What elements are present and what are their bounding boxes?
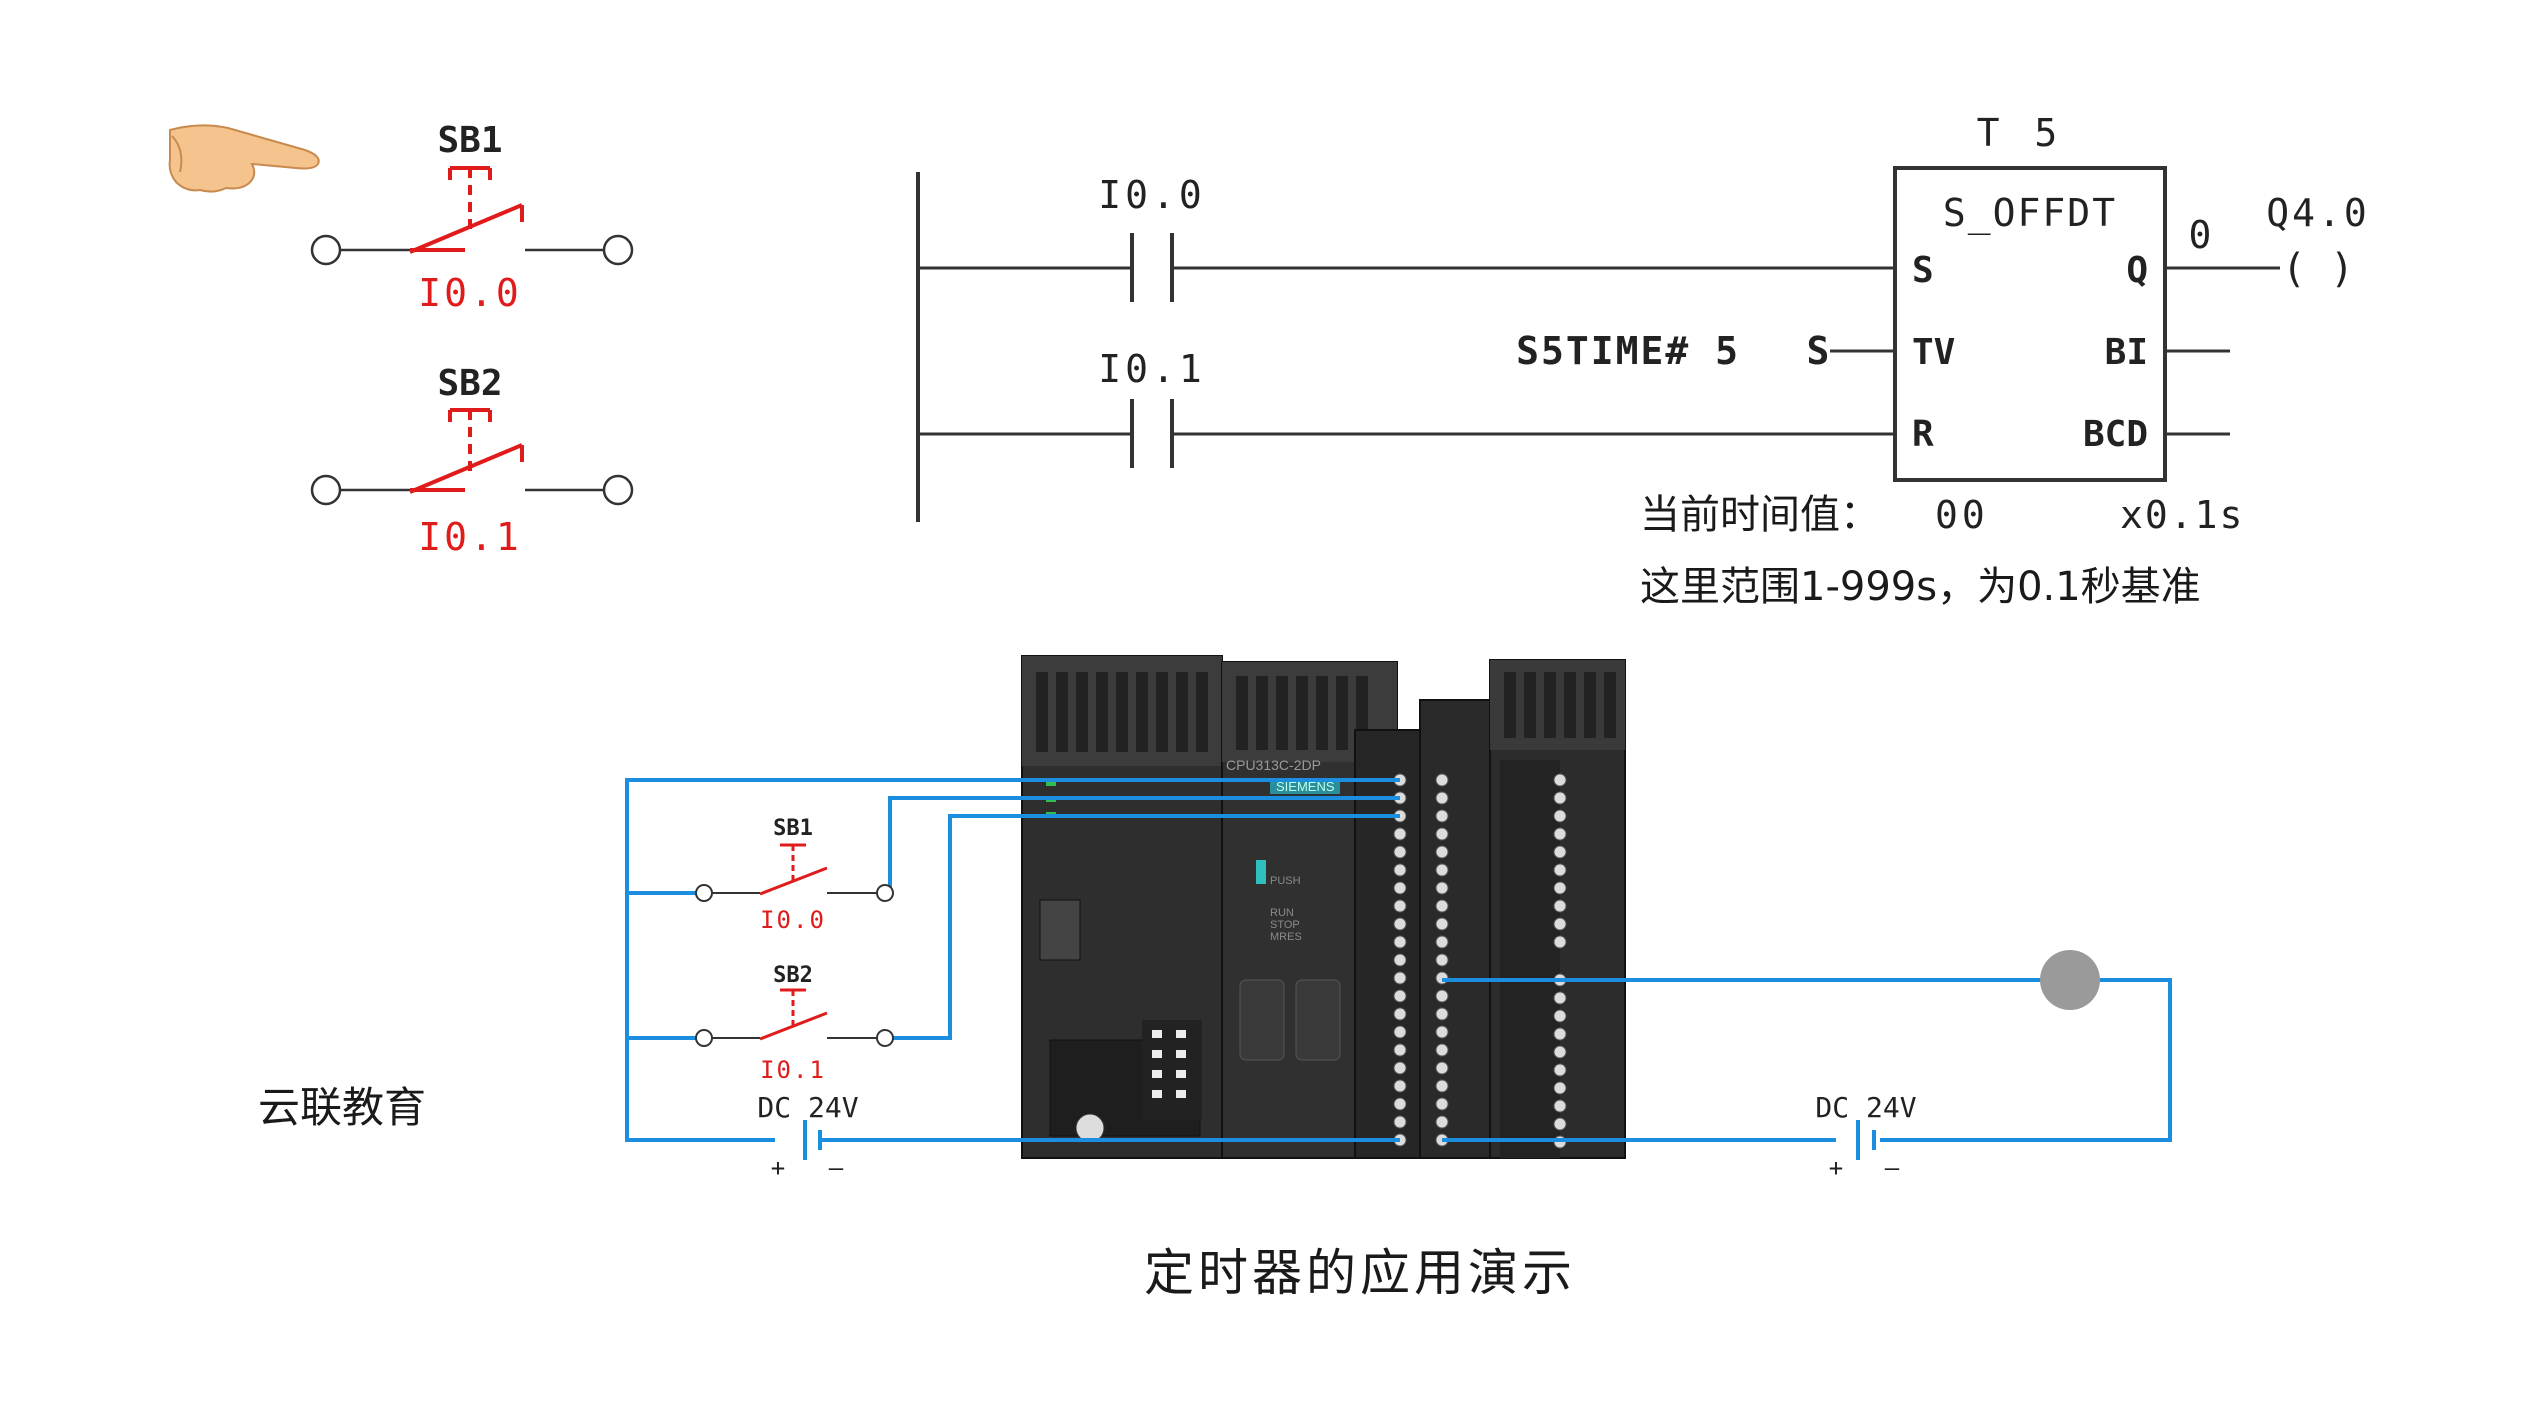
supply-left-label: DC 24V xyxy=(757,1091,858,1124)
pin-q: Q xyxy=(2126,250,2148,291)
supply-right-label: DC 24V xyxy=(1815,1091,1916,1124)
switch-sb2-symbol: SB2 I0.1 xyxy=(310,363,634,559)
time-unit: x0.1s xyxy=(2120,493,2244,537)
timer-block xyxy=(1893,166,2167,482)
pin-tv: TV xyxy=(1912,332,1955,373)
ladder-diagram: I0.0 I0.1 S5TIME# 5 S T 5 S_OFFDT S Q TV… xyxy=(916,111,2370,610)
pin-s: S xyxy=(1912,250,1934,291)
output-lamp xyxy=(2040,950,2100,1010)
timer-id: T 5 xyxy=(1977,111,2064,155)
tv-value: S5TIME# 5 xyxy=(1516,329,1740,373)
switch-sb1-name: SB1 xyxy=(437,120,502,161)
pin-r: R xyxy=(1912,414,1934,455)
mode-stop: STOP xyxy=(1270,919,1300,931)
brand-text: 云联教育 xyxy=(258,1083,426,1132)
wiring-sb2-name: SB2 xyxy=(773,963,813,988)
supply-right-minus: – xyxy=(1885,1154,1900,1182)
switch-sb1-address: I0.0 xyxy=(418,271,522,315)
coil-symbol: ( ) xyxy=(2282,246,2354,292)
pointing-hand-icon xyxy=(168,124,320,193)
contact-i00-label: I0.0 xyxy=(1098,173,1206,217)
mode-run: RUN xyxy=(1270,907,1294,919)
current-time-value: 00 xyxy=(1935,493,1989,537)
plc-rack: CPU313C-2DP SIEMENS PUSH RUN STOP MRES xyxy=(1021,655,1626,1159)
contact-i01-label: I0.1 xyxy=(1098,347,1206,391)
pin-bcd: BCD xyxy=(2083,414,2148,455)
wiring-switch-sb2: SB2 I0.1 xyxy=(695,963,894,1084)
plc-brand: SIEMENS xyxy=(1276,779,1335,794)
current-time-label: 当前时间值： xyxy=(1640,492,1880,538)
switch-sb2-address: I0.1 xyxy=(418,515,522,559)
wiring-sb1-name: SB1 xyxy=(773,816,813,841)
range-note: 这里范围1-999s，为0.1秒基准 xyxy=(1640,564,2201,610)
q-state: 0 xyxy=(2189,213,2212,257)
timer-block-name: S_OFFDT xyxy=(1943,191,2117,236)
supply-right-plus: + xyxy=(1829,1154,1843,1182)
wiring-sb2-address: I0.1 xyxy=(760,1056,826,1084)
mode-mres: MRES xyxy=(1270,931,1302,943)
switch-sb2-name: SB2 xyxy=(437,363,502,404)
wiring-switch-sb1: SB1 I0.0 xyxy=(695,816,894,934)
wiring-sb1-address: I0.0 xyxy=(760,906,826,934)
pin-bi: BI xyxy=(2105,332,2148,373)
supply-left-plus: + xyxy=(771,1154,785,1182)
coil-label: Q4.0 xyxy=(2266,191,2370,235)
push-label: PUSH xyxy=(1270,875,1301,887)
dc-supply-left: DC 24V + – xyxy=(757,1091,858,1182)
cpu-model: CPU313C-2DP xyxy=(1226,757,1321,773)
caption: 定时器的应用演示 xyxy=(1144,1244,1576,1302)
supply-left-minus: – xyxy=(829,1154,844,1182)
switch-sb1-symbol: SB1 I0.0 xyxy=(310,120,634,315)
dc-supply-right: DC 24V + – xyxy=(1815,1091,1916,1182)
tv-unit-suffix: S xyxy=(1807,329,1830,373)
